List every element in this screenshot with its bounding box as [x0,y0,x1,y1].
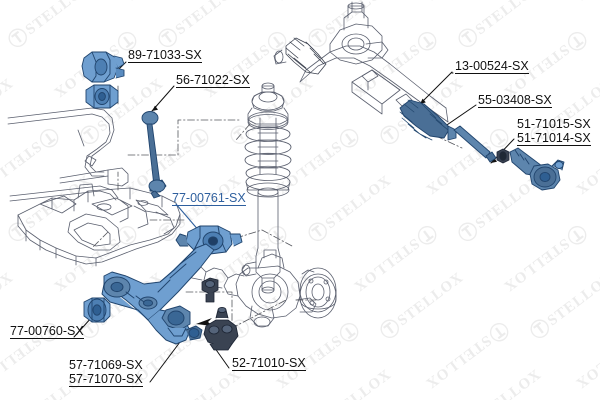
part-knuckle-stud [201,277,219,303]
part-jam-nut [496,148,510,164]
label-13-00524-sx[interactable]: 13-00524-SX [455,59,529,74]
part-stabilizer-bar-bush-upper [81,51,125,83]
label-leader-lines [73,61,515,383]
part-inner-tie-rod [453,125,497,163]
part-control-arm-front-bush [83,297,111,323]
part-stabilizer-bar-bush-lower [85,84,119,109]
label-51-71015-sx-text: 51-71015-SX [517,117,591,131]
label-77-00760-sx[interactable]: 77-00760-SX [10,324,84,339]
part-control-arm [101,243,215,345]
wheel-hub [299,267,337,319]
subframe [17,187,181,267]
strut-assembly [241,82,292,294]
label-52-71010-sx[interactable]: 52-71010-SX [232,356,306,371]
highlight-leader-line [175,203,201,233]
label-77-00761-sx[interactable]: 77-00761-SX [172,191,246,206]
part-tie-rod-end [509,147,565,191]
label-56-71022-sx[interactable]: 56-71022-SX [176,73,250,88]
part-ball-joint [203,306,239,351]
label-57-71070-sx-text: 57-71070-SX [69,372,143,387]
label-51-71014-sx-text: 51-71014-SX [517,131,591,146]
label-57-71069-sx-text: 57-71069-SX [69,358,143,372]
label-89-71033-sx[interactable]: 89-71033-SX [128,48,202,63]
steering-rack [273,1,449,131]
part-stabilizer-link [141,111,167,199]
label-55-03408-sx[interactable]: 55-03408-SX [478,93,552,108]
stabilizer-bar [7,107,129,202]
